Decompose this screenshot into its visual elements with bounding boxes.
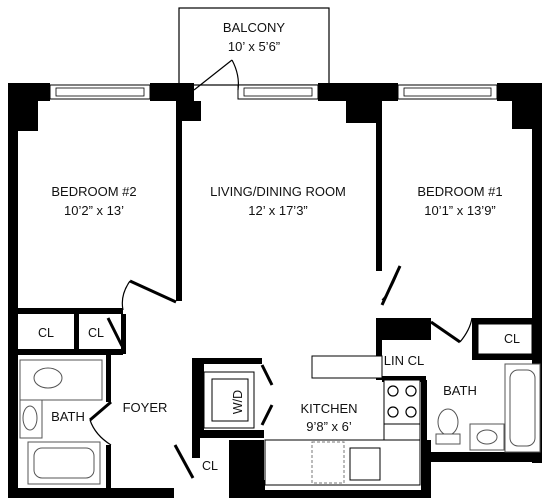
closet-left-2-name: CL <box>88 326 104 340</box>
balcony-name: BALCONY <box>223 20 285 35</box>
living-dims: 12’ x 17’3” <box>248 203 308 218</box>
foyer-name: FOYER <box>123 400 168 415</box>
bedroom2-dims: 10’2” x 13’ <box>64 203 124 218</box>
exterior-walls <box>8 83 542 498</box>
kitchen-dims: 9’8” x 6’ <box>306 419 352 434</box>
bedroom1-dims: 10’1” x 13’9” <box>424 203 496 218</box>
washer-dryer-label: W/D <box>231 390 245 414</box>
bedroom1-name: BEDROOM #1 <box>417 184 502 199</box>
right-bath-fixtures <box>435 363 541 453</box>
washer-dryer <box>200 364 255 430</box>
bath-left-name: BATH <box>51 409 85 424</box>
doors <box>89 59 473 479</box>
kitchen-fixtures <box>264 355 421 486</box>
bath-right-name: BATH <box>443 383 477 398</box>
left-bath-fixtures <box>19 359 103 485</box>
bedroom2-name: BEDROOM #2 <box>51 184 136 199</box>
balcony-dims: 10’ x 5’6” <box>228 39 280 54</box>
closet-left-1-name: CL <box>38 326 54 340</box>
right-closet <box>477 323 533 355</box>
kitchen-name: KITCHEN <box>300 401 357 416</box>
interior-walls <box>18 101 542 490</box>
living-name: LIVING/DINING ROOM <box>210 184 346 199</box>
closet-bottom-name: CL <box>202 459 218 473</box>
closet-right-name: CL <box>504 332 520 346</box>
lin-cl-name: LIN CL <box>384 353 424 368</box>
